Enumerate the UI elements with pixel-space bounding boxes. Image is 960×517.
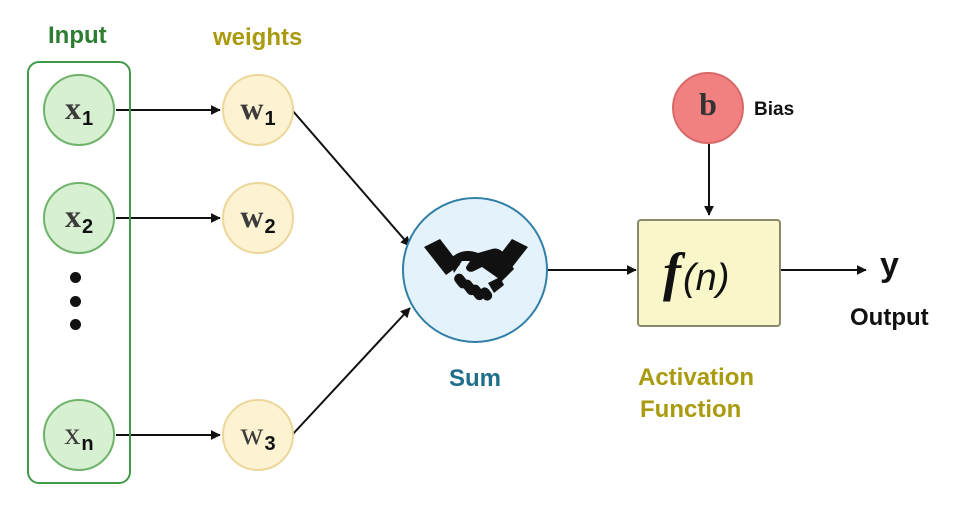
arrow-w3-sum bbox=[291, 307, 411, 436]
weight-subscript: 1 bbox=[264, 108, 276, 130]
output-label: Output bbox=[850, 304, 929, 331]
activation-function-box: f(n) bbox=[637, 219, 781, 327]
bias-label: Bias bbox=[754, 99, 795, 120]
weight-symbol: w bbox=[240, 90, 264, 126]
input-group-box bbox=[27, 61, 131, 484]
sum-node bbox=[402, 197, 548, 343]
activation-label-line2: Function bbox=[640, 396, 742, 423]
weight-symbol: w bbox=[240, 415, 264, 451]
bias-symbol: b bbox=[699, 86, 717, 122]
ellipsis-dot bbox=[70, 319, 81, 330]
weights-label: weights bbox=[213, 24, 303, 51]
weight-subscript: 2 bbox=[264, 216, 276, 238]
weight-symbol: w bbox=[240, 198, 264, 234]
bias-node: b bbox=[672, 72, 744, 144]
handshake-icon bbox=[424, 239, 528, 301]
input-subscript: 2 bbox=[81, 216, 94, 238]
weight-node-w3: w3 bbox=[222, 399, 294, 471]
sum-label: Sum bbox=[449, 365, 502, 392]
input-symbol: x bbox=[64, 198, 81, 234]
input-label: Input bbox=[48, 22, 107, 49]
ellipsis-dot bbox=[70, 296, 81, 307]
activation-argument: (n) bbox=[682, 257, 730, 299]
input-subscript: 1 bbox=[81, 108, 94, 130]
input-symbol: x bbox=[64, 90, 81, 126]
input-symbol: x bbox=[64, 415, 81, 451]
weight-node-w2: w2 bbox=[222, 182, 294, 254]
weight-subscript: 3 bbox=[264, 433, 276, 455]
input-node-xn: xn bbox=[43, 399, 115, 471]
arrow-w1-sum bbox=[291, 109, 411, 247]
activation-label-line1: Activation bbox=[638, 364, 755, 391]
input-subscript: n bbox=[81, 433, 94, 455]
output-symbol: y bbox=[880, 246, 899, 284]
input-node-x2: x2 bbox=[43, 182, 115, 254]
activation-f-symbol: f bbox=[663, 242, 681, 302]
ellipsis-dot bbox=[70, 272, 81, 283]
weight-node-w1: w1 bbox=[222, 74, 294, 146]
input-node-x1: x1 bbox=[43, 74, 115, 146]
